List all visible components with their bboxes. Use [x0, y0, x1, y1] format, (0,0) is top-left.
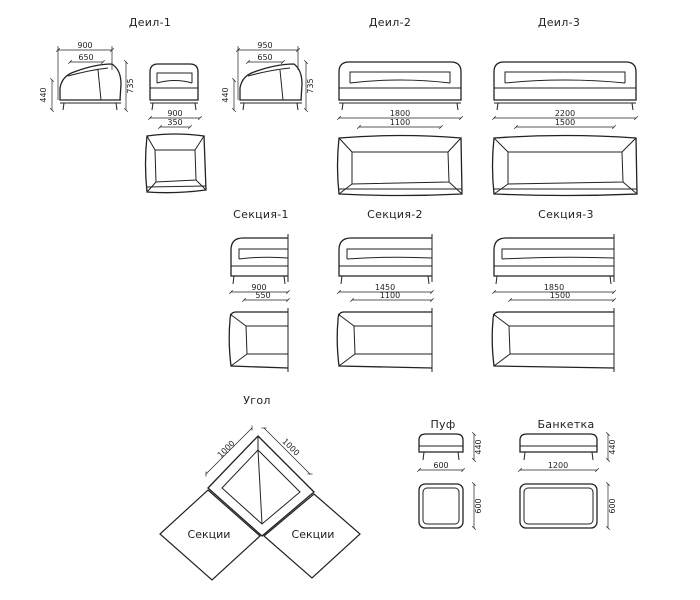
banketka-front-view: 440 1200	[518, 432, 617, 472]
puf-front-view: 440 600	[417, 432, 483, 472]
dim-puf-width: 600	[433, 461, 448, 470]
dim-deil1-front-width: 900	[167, 109, 182, 118]
dim-deil3-front-seat: 1500	[555, 118, 575, 127]
dim-puf-height: 440	[474, 439, 483, 454]
deil-3-top-view	[491, 134, 638, 197]
dim-deil1-front-seat: 350	[167, 118, 182, 127]
title-puf: Пуф	[430, 418, 455, 431]
label-sekcii-left: Секции	[188, 528, 231, 541]
label-sekcii-right: Секции	[292, 528, 335, 541]
dim-sek2-width: 1450	[375, 283, 395, 292]
sekciya-2-front-view: 1450 1100	[337, 234, 434, 302]
sekciya-2-top-view	[336, 308, 433, 372]
sekciya-3-front-view: 1850 1500	[492, 234, 616, 302]
deil-2-front-view: 1800 1100	[337, 61, 463, 129]
sekciya-3-top-view	[491, 308, 615, 372]
dim-deil1-height: 735	[126, 78, 135, 93]
deil-1-top-view	[144, 133, 207, 194]
sekciya-1-top-view	[228, 308, 289, 372]
dim-deil2-height: 735	[306, 78, 315, 93]
dim-sek2-seat: 1100	[380, 291, 400, 300]
banketka-top-view: 600	[519, 482, 617, 530]
title-banketka: Банкетка	[537, 418, 594, 431]
deil-2-top-view	[336, 134, 463, 197]
dim-deil2-front-width: 1800	[390, 109, 410, 118]
title-sekciya-3: Секция-3	[538, 208, 594, 221]
dim-deil2-seat-height: 440	[221, 87, 230, 102]
dim-ugol-left: 1000	[216, 439, 237, 460]
title-ugol: Угол	[243, 394, 270, 407]
title-sekciya-2: Секция-2	[367, 208, 423, 221]
deil-2-side-view: 950 650 440 735	[221, 41, 315, 112]
dim-deil3-front-width: 2200	[555, 109, 575, 118]
dim-banketka-depth: 600	[608, 498, 617, 513]
dim-deil2-side-seat: 650	[257, 53, 272, 62]
title-sekciya-1: Секция-1	[233, 208, 289, 221]
dim-sek1-width: 900	[251, 283, 266, 292]
dim-deil1-side-seat: 650	[78, 53, 93, 62]
dim-deil2-side-width: 950	[257, 41, 272, 50]
sekcii-right-module: Секции	[263, 493, 361, 579]
dim-deil1-side-width: 900	[77, 41, 92, 50]
dim-sek3-width: 1850	[544, 283, 564, 292]
sekciya-1-front-view: 900 550	[229, 234, 290, 302]
dim-sek3-seat: 1500	[550, 291, 570, 300]
title-deil-1: Деил-1	[129, 16, 171, 29]
title-deil-3: Деил-3	[538, 16, 580, 29]
title-deil-2: Деил-2	[369, 16, 411, 29]
sekcii-left-module: Секции	[159, 489, 261, 581]
dim-deil2-front-seat: 1100	[390, 118, 410, 127]
deil-1-front-view: 900 350	[148, 63, 202, 129]
dim-deil1-seat-height: 440	[39, 87, 48, 102]
dim-banketka-height: 440	[608, 439, 617, 454]
dim-puf-depth: 600	[474, 498, 483, 513]
deil-1-side-view: 900 650 440 735	[39, 41, 135, 112]
deil-3-front-view: 2200 1500	[492, 61, 638, 129]
dim-sek1-seat: 550	[255, 291, 270, 300]
puf-top-view: 600	[418, 482, 483, 530]
dim-banketka-width: 1200	[548, 461, 568, 470]
